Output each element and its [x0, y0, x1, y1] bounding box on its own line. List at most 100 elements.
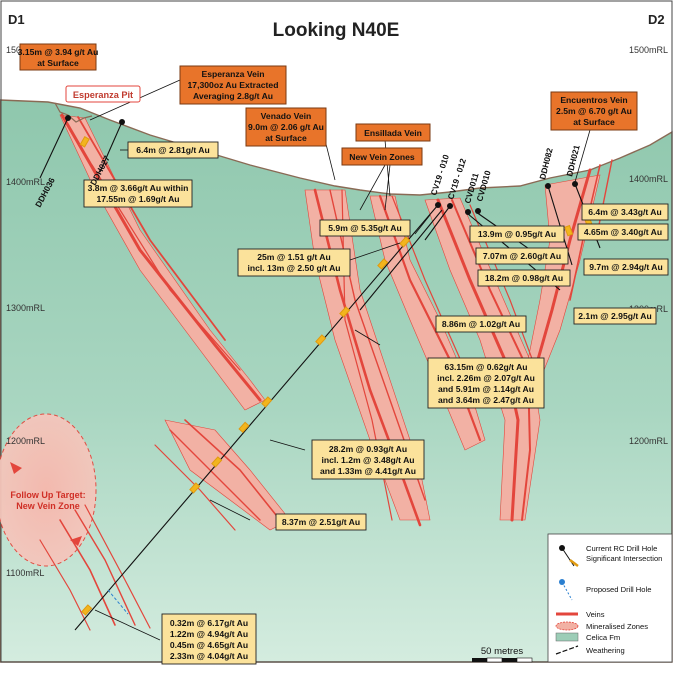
callout-venado-line1: Venado Vein [261, 111, 312, 121]
intercept-o-line1: 8.37m @ 2.51g/t Au [282, 517, 360, 527]
intercept-h: 6.4m @ 3.43g/t Au [581, 203, 669, 221]
intercept-b-line2: 17.55m @ 1.69g/t Au [96, 194, 179, 204]
callout-encuentros-line2: 2.5m @ 6.70 g/t Au [556, 106, 632, 116]
intercept-e-line1: 13.9m @ 0.95g/t Au [478, 229, 556, 239]
intercept-p-line4: 2.33m @ 4.04g/t Au [170, 651, 248, 661]
callout-venado-line2: 9.0m @ 2.06 g/t Au [248, 122, 324, 132]
intercept-m-line4: and 3.64m @ 2.47g/t Au [438, 395, 534, 405]
diagram-title: Looking N40E [273, 20, 400, 41]
rl-right-1400: 1400mRL [629, 174, 668, 184]
target-line2: New Vein Zone [16, 501, 80, 511]
proposed-hole-line [107, 589, 129, 615]
intercept-i-line1: 4.65m @ 3.40g/t Au [584, 227, 662, 237]
rl-left-1200: 1200mRL [6, 436, 45, 446]
intercept-m-line3: and 5.91m @ 1.14g/t Au [438, 384, 534, 394]
callout-new-zones-line1: New Vein Zones [349, 152, 415, 162]
intercept-b-line1: 3.8m @ 3.66g/t Au within [88, 183, 189, 193]
callout-surface-top: 3.15m @ 3.94 g/t Au at Surface [18, 43, 99, 71]
rl-left-1400: 1400mRL [6, 177, 45, 187]
intercept-n-line1: 28.2m @ 0.93g/t Au [329, 444, 407, 454]
intercept-e: 13.9m @ 0.95g/t Au [469, 225, 565, 243]
scale-label: 50 metres [481, 646, 523, 657]
hole-main-rc [74, 204, 439, 631]
intercept-p-line3: 0.45m @ 4.65g/t Au [170, 640, 248, 650]
legend-mineralised: Mineralised Zones [586, 622, 648, 631]
target-arrow-down-icon [70, 536, 82, 546]
hole-central-2 [359, 209, 443, 311]
legend-celica: Celica Fm [586, 633, 620, 642]
intercept-n-line2: incl. 1.2m @ 3.48g/t Au [321, 455, 414, 465]
intercept-a-line1: 6.4m @ 2.81g/t Au [136, 145, 210, 155]
callout-ensillada: Ensillada Vein [355, 123, 431, 142]
rl-right-1200: 1200mRL [629, 436, 668, 446]
intercept-k: 2.1m @ 2.95g/t Au [573, 307, 657, 325]
callout-venado: Venado Vein 9.0m @ 2.06 g/t Au at Surfac… [245, 107, 327, 147]
intercept-d-line1: 25m @ 1.51 g/t Au [257, 252, 331, 262]
pit-label: Esperanza Pit [73, 90, 133, 100]
intercept-g-line1: 18.2m @ 0.98g/t Au [485, 273, 563, 283]
legend-significant: Significant Intersection [586, 554, 662, 563]
intercept-f-line1: 7.07m @ 2.60g/t Au [483, 251, 561, 261]
callout-surface-top-line2: at Surface [37, 58, 79, 68]
legend-veins: Veins [586, 610, 605, 619]
target-line1: Follow Up Target: [10, 490, 85, 500]
intercept-g: 18.2m @ 0.98g/t Au [477, 269, 571, 287]
scale-bar: 50 metres [472, 646, 533, 663]
callout-new-zones: New Vein Zones [341, 147, 423, 166]
callout-esperanza-line3: Averaging 2.8g/t Au [193, 91, 273, 101]
callout-encuentros-line3: at Surface [573, 117, 615, 127]
intercept-a: 6.4m @ 2.81g/t Au [127, 141, 219, 159]
intercept-p: 0.32m @ 6.17g/t Au 1.22m @ 4.94g/t Au 0.… [161, 613, 257, 665]
rl-right-1500: 1500mRL [629, 45, 668, 55]
intercept-d: 25m @ 1.51 g/t Au incl. 13m @ 2.50 g/t A… [237, 248, 351, 277]
intercept-m: 63.15m @ 0.62g/t Au incl. 2.26m @ 2.07g/… [427, 357, 545, 409]
intercept-j-line1: 9.7m @ 2.94g/t Au [589, 262, 663, 272]
legend: Current RC Drill Hole Significant Inters… [547, 533, 673, 663]
frame [0, 0, 673, 663]
pit-outline [54, 102, 93, 123]
end-label-left: D1 [8, 12, 25, 27]
end-label-right: D2 [648, 12, 665, 27]
intercept-l-line1: 8.86m @ 1.02g/t Au [442, 319, 520, 329]
intercept-n: 28.2m @ 0.93g/t Au incl. 1.2m @ 3.48g/t … [311, 439, 425, 480]
intercept-p-line1: 0.32m @ 6.17g/t Au [170, 618, 248, 628]
intercept-m-line2: incl. 2.26m @ 2.07g/t Au [437, 373, 535, 383]
legend-proposed: Proposed Drill Hole [586, 585, 651, 594]
target-arrow-up-icon [10, 462, 22, 474]
intercept-c-line1: 5.9m @ 5.35g/t Au [328, 223, 402, 233]
callout-venado-line3: at Surface [265, 133, 307, 143]
callout-esperanza-line2: 17,300oz Au Extracted [188, 80, 279, 90]
callout-encuentros-line1: Encuentros Vein [560, 95, 627, 105]
intercept-k-line1: 2.1m @ 2.95g/t Au [578, 311, 652, 321]
pit-label-box: Esperanza Pit [65, 85, 141, 103]
intercept-l: 8.86m @ 1.02g/t Au [435, 315, 527, 333]
rl-left-1300: 1300mRL [6, 303, 45, 313]
callout-ensillada-line1: Ensillada Vein [364, 128, 422, 138]
intercept-n-line3: and 1.33m @ 4.41g/t Au [320, 466, 416, 476]
callout-esperanza-line1: Esperanza Vein [201, 69, 264, 79]
intercept-h-line1: 6.4m @ 3.43g/t Au [588, 207, 662, 217]
hole-cv19-012 [424, 205, 451, 241]
intercept-d-line2: incl. 13m @ 2.50 g/t Au [247, 263, 340, 273]
hole-ddh027 [99, 121, 123, 173]
intercept-b: 3.8m @ 3.66g/t Au within 17.55m @ 1.69g/… [83, 179, 193, 208]
target-zone [0, 413, 97, 567]
hole-ddh036 [39, 117, 69, 179]
intercept-c: 5.9m @ 5.35g/t Au [319, 219, 411, 237]
hole-collars [65, 115, 578, 215]
callout-encuentros: Encuentros Vein 2.5m @ 6.70 g/t Au at Su… [550, 91, 638, 131]
intercept-j: 9.7m @ 2.94g/t Au [583, 258, 669, 276]
rl-left-1100: 1100mRL [6, 568, 44, 578]
legend-current: Current RC Drill Hole [586, 544, 657, 553]
legend-weathering: Weathering [586, 646, 625, 655]
intercept-i: 4.65m @ 3.40g/t Au [577, 223, 669, 241]
intercept-p-line2: 1.22m @ 4.94g/t Au [170, 629, 248, 639]
callout-esperanza: Esperanza Vein 17,300oz Au Extracted Ave… [179, 65, 287, 105]
intercept-o: 8.37m @ 2.51g/t Au [275, 513, 367, 531]
hole-label-ddh082: DDH082 [537, 147, 555, 181]
callout-surface-top-line1: 3.15m @ 3.94 g/t Au [18, 47, 99, 57]
intercept-m-line1: 63.15m @ 0.62g/t Au [444, 362, 527, 372]
intercept-f: 7.07m @ 2.60g/t Au [475, 247, 569, 265]
